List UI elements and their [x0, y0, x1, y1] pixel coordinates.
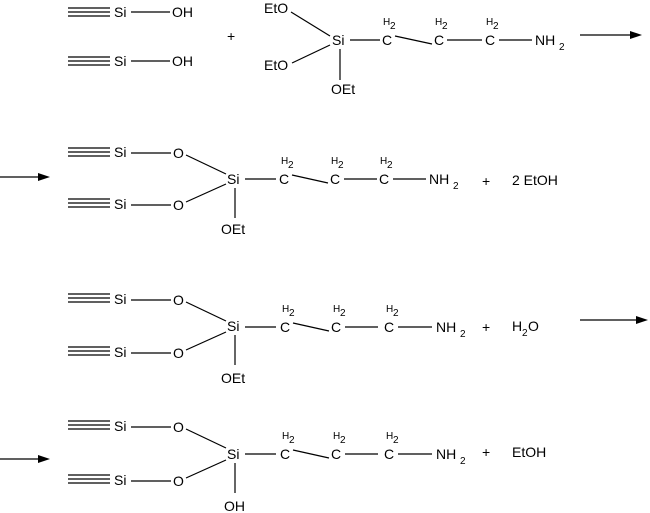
step-1-aptes: EtO EtO Si OEt H 2 C H 2 C H 2 C NH 2	[264, 0, 565, 97]
h2-label: H	[282, 431, 289, 442]
oxygen-label: O	[173, 419, 184, 435]
carbon-label: C	[382, 32, 392, 48]
h2-label: H	[333, 304, 340, 315]
step-2-product: Si O Si O Si OEt H 2 C H 2 C H 2 C NH 2	[68, 144, 459, 237]
subscript: 2	[340, 308, 346, 319]
si-label: Si	[114, 53, 126, 69]
step-3-reactant: Si O Si O Si OEt H 2 C H 2 C H 2 C NH 2	[68, 291, 466, 386]
carbon-label: C	[331, 319, 341, 335]
subscript: 2	[493, 21, 499, 32]
oxygen-label: O	[173, 292, 184, 308]
subscript: 2	[289, 435, 295, 446]
step-4-product: Si O Si O Si OH H 2 C H 2 C H 2 C NH 2	[68, 418, 466, 513]
ethoxy-label: EtO	[264, 57, 288, 73]
subscript: 2	[288, 160, 294, 171]
amine-label: NH	[429, 171, 449, 187]
carbon-label: C	[379, 171, 389, 187]
subscript: 2	[338, 160, 344, 171]
subscript: 2	[442, 21, 448, 32]
ethoxy-label: OEt	[221, 370, 245, 386]
si-label: Si	[114, 291, 126, 307]
h2-label: H	[380, 156, 387, 167]
carbon-label: C	[279, 171, 289, 187]
subscript: 2	[393, 308, 399, 319]
step-1-silica-surface: Si OH Si OH	[68, 4, 193, 69]
plus-sign: +	[482, 319, 490, 335]
si-label: Si	[227, 318, 239, 334]
h2-label: H	[435, 17, 442, 28]
subscript: 2	[522, 328, 528, 339]
carbon-label: C	[330, 171, 340, 187]
subscript: 2	[460, 456, 466, 467]
plus-sign: +	[227, 28, 235, 44]
ethoxy-label: OEt	[331, 81, 355, 97]
reaction-arrow	[580, 316, 648, 324]
subscript: 2	[453, 181, 459, 192]
h2-label: H	[331, 156, 338, 167]
ethoxy-label: OEt	[221, 221, 245, 237]
h2-label: H	[333, 431, 340, 442]
carbon-label: C	[434, 32, 444, 48]
subscript: 2	[393, 435, 399, 446]
h2-label: H	[386, 304, 393, 315]
subscript: 2	[289, 308, 295, 319]
amine-label: NH	[535, 32, 555, 48]
h2-label: H	[383, 17, 390, 28]
si-label: Si	[114, 418, 126, 434]
ethanol-byproduct: EtOH	[512, 444, 546, 460]
hydrogen-label: H	[512, 318, 522, 334]
subscript: 2	[340, 435, 346, 446]
h2-label: H	[386, 431, 393, 442]
oxygen-label: O	[173, 473, 184, 489]
subscript: 2	[559, 42, 565, 53]
carbon-label: C	[384, 446, 394, 462]
reaction-arrow	[0, 173, 50, 181]
reaction-arrow	[0, 455, 50, 463]
h2-label: H	[281, 156, 288, 167]
plus-sign: +	[482, 173, 490, 189]
carbon-label: C	[331, 446, 341, 462]
water-reagent: H 2 O	[512, 318, 539, 339]
subscript: 2	[390, 21, 396, 32]
amine-label: NH	[436, 319, 456, 335]
oxygen-label: O	[528, 318, 539, 334]
carbon-label: C	[384, 319, 394, 335]
h2-label: H	[486, 17, 493, 28]
carbon-label: C	[280, 446, 290, 462]
si-label: Si	[114, 344, 126, 360]
h2-label: H	[282, 304, 289, 315]
carbon-label: C	[485, 32, 495, 48]
si-label: Si	[114, 4, 126, 20]
si-label: Si	[114, 196, 126, 212]
oxygen-label: O	[173, 197, 184, 213]
si-label: Si	[332, 32, 344, 48]
oxygen-label: O	[173, 145, 184, 161]
subscript: 2	[387, 160, 393, 171]
carbon-label: C	[280, 319, 290, 335]
si-label: Si	[114, 144, 126, 160]
si-label: Si	[227, 446, 239, 462]
hydroxyl-label: OH	[224, 498, 245, 513]
si-label: Si	[227, 171, 239, 187]
hydroxyl-label: OH	[172, 53, 193, 69]
ethoxy-label: EtO	[264, 0, 288, 16]
amine-label: NH	[436, 446, 456, 462]
si-label: Si	[114, 472, 126, 488]
hydroxyl-label: OH	[172, 4, 193, 20]
subscript: 2	[460, 329, 466, 340]
ethanol-byproduct: 2 EtOH	[512, 172, 558, 188]
plus-sign: +	[482, 444, 490, 460]
reaction-arrow	[580, 31, 642, 39]
oxygen-label: O	[173, 345, 184, 361]
